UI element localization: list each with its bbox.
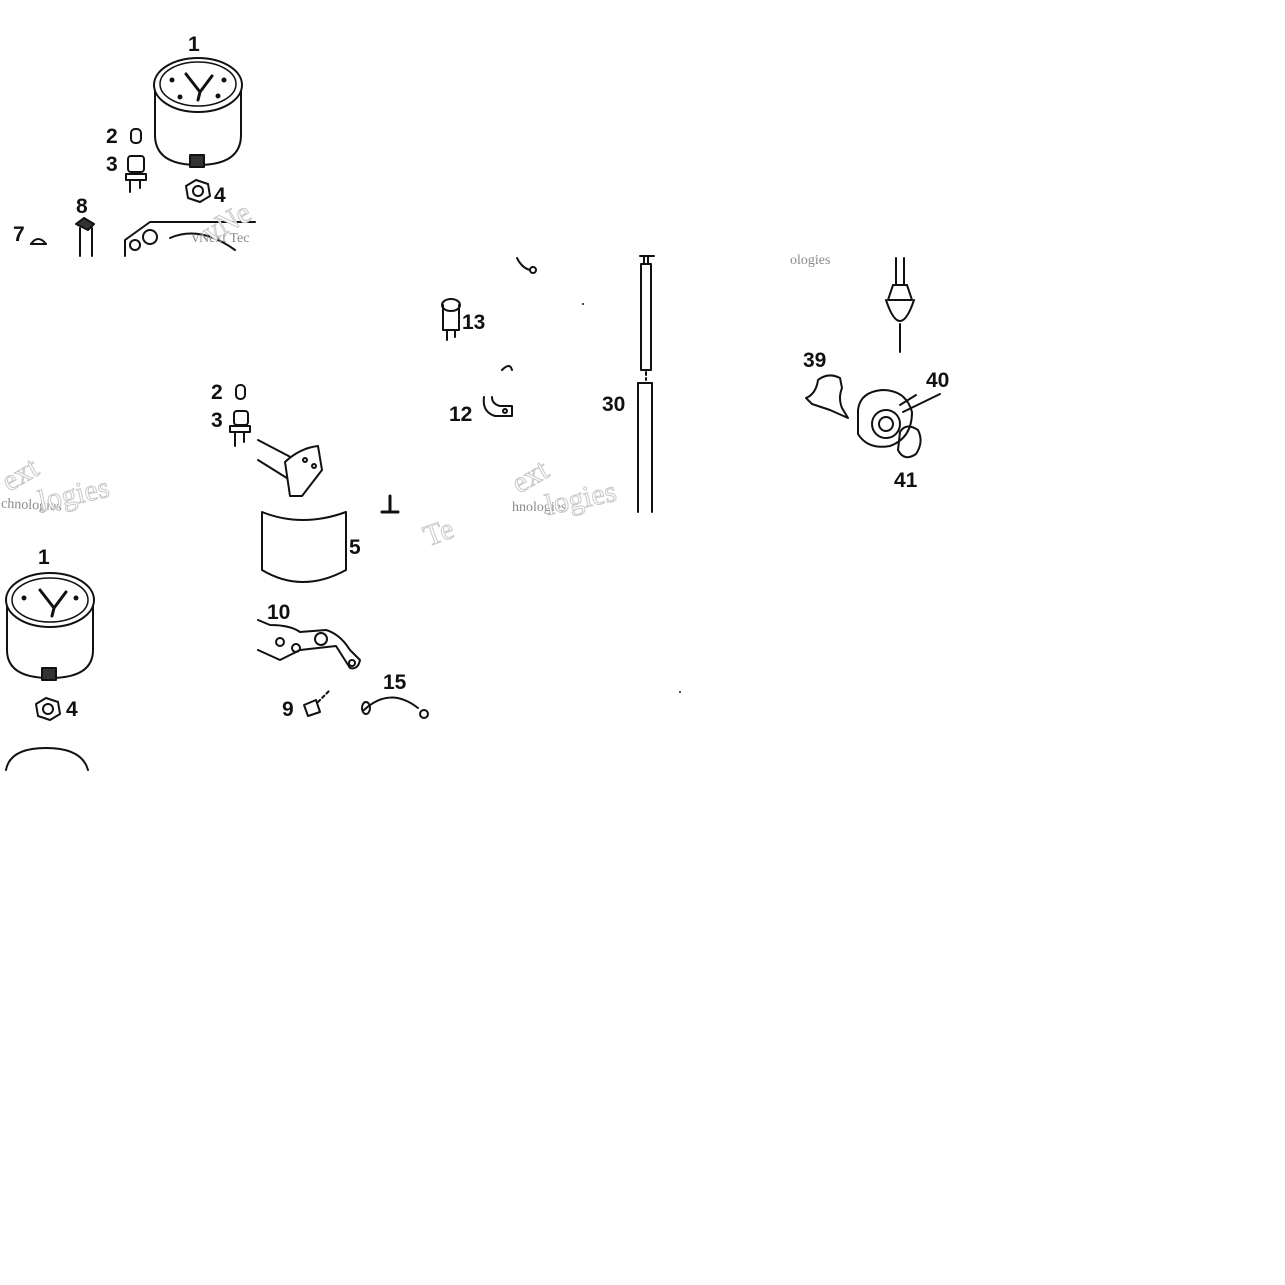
watermark-word-fragment-1: hnologies [512,500,567,515]
o-ring-bottom [5,747,89,771]
speed-sensor-40 [857,389,941,448]
cup-housing-5 [261,511,347,583]
watermark-word-fragment-3: ologies [790,253,831,268]
mounting-arm-mid [257,439,323,497]
nut-bottom [35,697,61,721]
speedometer-gauge-bottom [5,572,95,681]
callout-13: 13 [462,311,486,334]
bracket-10 [257,619,361,670]
wire-end-top-center [516,257,537,274]
callout-4-top: 4 [214,184,226,207]
screw-mid [380,494,400,514]
housing-plate-top [124,221,256,257]
nut-top [185,179,211,203]
callout-15: 15 [383,671,407,694]
callout-40: 40 [926,369,950,392]
speedometer-cable-30 [637,255,655,513]
callout-3-mid: 3 [211,409,223,432]
bulb-mid [235,384,246,400]
callout-10: 10 [267,601,291,624]
speedometer-gauge-top [153,57,243,168]
callout-39: 39 [803,349,827,372]
wire-strap-15 [361,696,429,719]
callout-12: 12 [449,403,473,426]
callout-8: 8 [76,195,88,218]
callout-3-top: 3 [106,153,118,176]
bracket-clamp-12 [482,396,513,417]
bulb-top [130,128,142,144]
callout-5: 5 [349,536,361,559]
callout-7: 7 [13,223,25,246]
cable-end-right [885,257,915,353]
callout-1-bottom: 1 [38,546,50,569]
grommet-7 [30,238,47,245]
callout-4-bottom: 4 [66,698,78,721]
callout-30: 30 [602,393,626,416]
watermark-brand-fragment: vNext Tec [192,231,250,246]
callout-41: 41 [894,469,918,492]
bulb-socket-top [125,155,147,193]
callout-2-top: 2 [106,125,118,148]
gasket-41 [897,425,922,459]
bulb-socket-mid [229,410,251,447]
retaining-clip-39 [805,374,849,419]
screw-9 [303,689,331,717]
pilot-lamp-13 [441,298,461,341]
callout-9: 9 [282,698,294,721]
callout-2-mid: 2 [211,381,223,404]
indicator-lamp-8 [75,217,95,257]
callout-1-top: 1 [188,33,200,56]
half-ring-12 [501,365,513,371]
